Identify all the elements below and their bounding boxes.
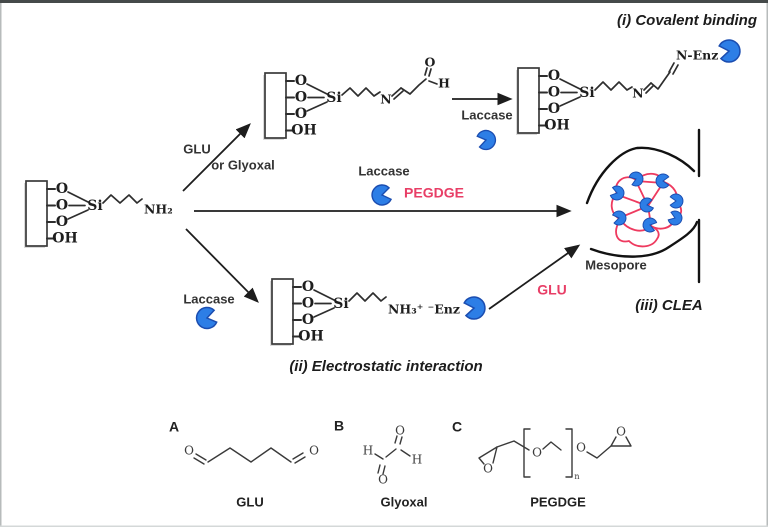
o-label: O	[184, 444, 194, 458]
compound-c-letter: C	[452, 419, 462, 435]
o-label: O	[56, 198, 68, 214]
si-label: Si	[326, 90, 341, 106]
n-enz-label: N-Enz	[676, 48, 718, 63]
o-label: O	[548, 68, 560, 84]
o-label: O	[395, 424, 405, 438]
epoxide-o-label: O	[616, 425, 626, 439]
mesopore-clea: Mesopore	[585, 128, 701, 284]
section-electrostatic-title: (ii) Electrostatic interaction	[289, 358, 482, 375]
o-label: O	[548, 85, 560, 101]
laccase-pacman-icon	[475, 128, 498, 152]
compound-b-glyoxal: B H O O H Glyoxal	[334, 418, 428, 510]
crosslink-chords	[617, 180, 664, 226]
laccase-label-top: Laccase	[461, 107, 512, 122]
mesopore-label: Mesopore	[585, 257, 646, 272]
laccase-pacman-icon	[462, 294, 488, 321]
compound-a-letter: A	[169, 419, 179, 435]
oh-label: OH	[298, 329, 323, 345]
glu-reagent-label: GLU	[183, 141, 210, 156]
o-label: O	[302, 279, 314, 295]
frame-top-border	[0, 0, 768, 3]
mesopore-top-wall	[585, 146, 696, 205]
laccase-pacman-icon	[611, 209, 628, 227]
o-label: O	[295, 90, 307, 106]
crosslink-loop	[615, 219, 660, 248]
compound-a-name: GLU	[236, 494, 263, 509]
o-label: O	[309, 444, 319, 458]
repeat-subscript-n: n	[574, 472, 579, 481]
laccase-pacman-icon	[638, 196, 655, 214]
laccase-pacman-icon	[669, 193, 684, 209]
nh3-enz-label: NH₃⁺ ⁻Enz	[388, 302, 460, 317]
silica-particle	[264, 72, 287, 139]
h-label: H	[412, 453, 422, 467]
aminated-silica-support: O O O OH Si NH₂	[24, 180, 173, 248]
arrow-glu-glyoxal	[182, 123, 251, 192]
frame-right-border	[766, 3, 768, 527]
laccase-label-bottom: Laccase	[183, 291, 234, 306]
aldehyde-h-label: H	[438, 76, 450, 91]
si-label: Si	[579, 85, 594, 101]
imine-n-label: N	[632, 86, 643, 101]
laccase-pacman-icon	[627, 169, 646, 189]
o-label: O	[295, 73, 307, 89]
o-label: O	[56, 181, 68, 197]
o-label: O	[302, 296, 314, 312]
aldehyde-functionalized-support: O O O OH Si N O H	[263, 55, 450, 140]
si-label: Si	[333, 296, 348, 312]
o-label: O	[295, 106, 307, 122]
electrostatic-support: O O O OH Si NH₃⁺ ⁻Enz	[270, 278, 488, 346]
section-clea-title: (iii) CLEA	[635, 297, 703, 314]
si-label: Si	[87, 198, 102, 214]
mesopore-bottom-wall	[589, 220, 699, 258]
ether-o-label: O	[576, 441, 586, 455]
repeat-bracket-right	[565, 428, 573, 478]
glu-crosslink-label: GLU	[537, 282, 567, 298]
compound-c-name: PEGDGE	[530, 494, 586, 509]
silica-particle	[517, 67, 540, 134]
laccase-pacman-icon	[717, 37, 743, 64]
laccase-label-center: Laccase	[358, 163, 409, 178]
o-label: O	[302, 312, 314, 328]
section-covalent-binding-title: (i) Covalent binding	[617, 12, 757, 29]
epoxide-o-label: O	[483, 462, 493, 476]
o-label: O	[378, 473, 388, 487]
pegdge-reagent-label: PEGDGE	[404, 185, 464, 201]
laccase-pacman-icon	[655, 173, 670, 189]
aldehyde-o-label: O	[425, 55, 436, 70]
oh-label: OH	[544, 118, 569, 134]
compound-b-name: Glyoxal	[381, 494, 428, 509]
or-glyoxal-label: or Glyoxal	[211, 157, 275, 172]
compound-b-letter: B	[334, 418, 344, 434]
o-label: O	[56, 214, 68, 230]
compound-c-pegdge: C O O n O O PEGDGE	[452, 419, 632, 509]
arrow-laccase-route	[185, 228, 259, 303]
nh2-label: NH₂	[144, 202, 173, 217]
ether-o-label: O	[532, 446, 542, 460]
silica-particle	[271, 278, 294, 345]
oh-label: OH	[52, 231, 77, 247]
covalent-bound-enzyme-support: O O O OH Si N N-Enz	[516, 37, 743, 135]
silica-particle	[25, 180, 48, 247]
frame-left-border	[0, 3, 2, 527]
laccase-pacman-icon	[369, 183, 393, 208]
imine-n-label: N	[380, 92, 391, 107]
compound-a-glu: A O O GLU	[169, 419, 319, 510]
repeat-bracket-left	[523, 428, 531, 478]
o-label: O	[548, 101, 560, 117]
oh-label: OH	[291, 123, 316, 139]
arrow-glu-crosslink	[488, 244, 581, 310]
frame-bottom-border	[0, 525, 768, 527]
laccase-pacman-icon	[193, 305, 219, 332]
h-label: H	[363, 444, 373, 458]
